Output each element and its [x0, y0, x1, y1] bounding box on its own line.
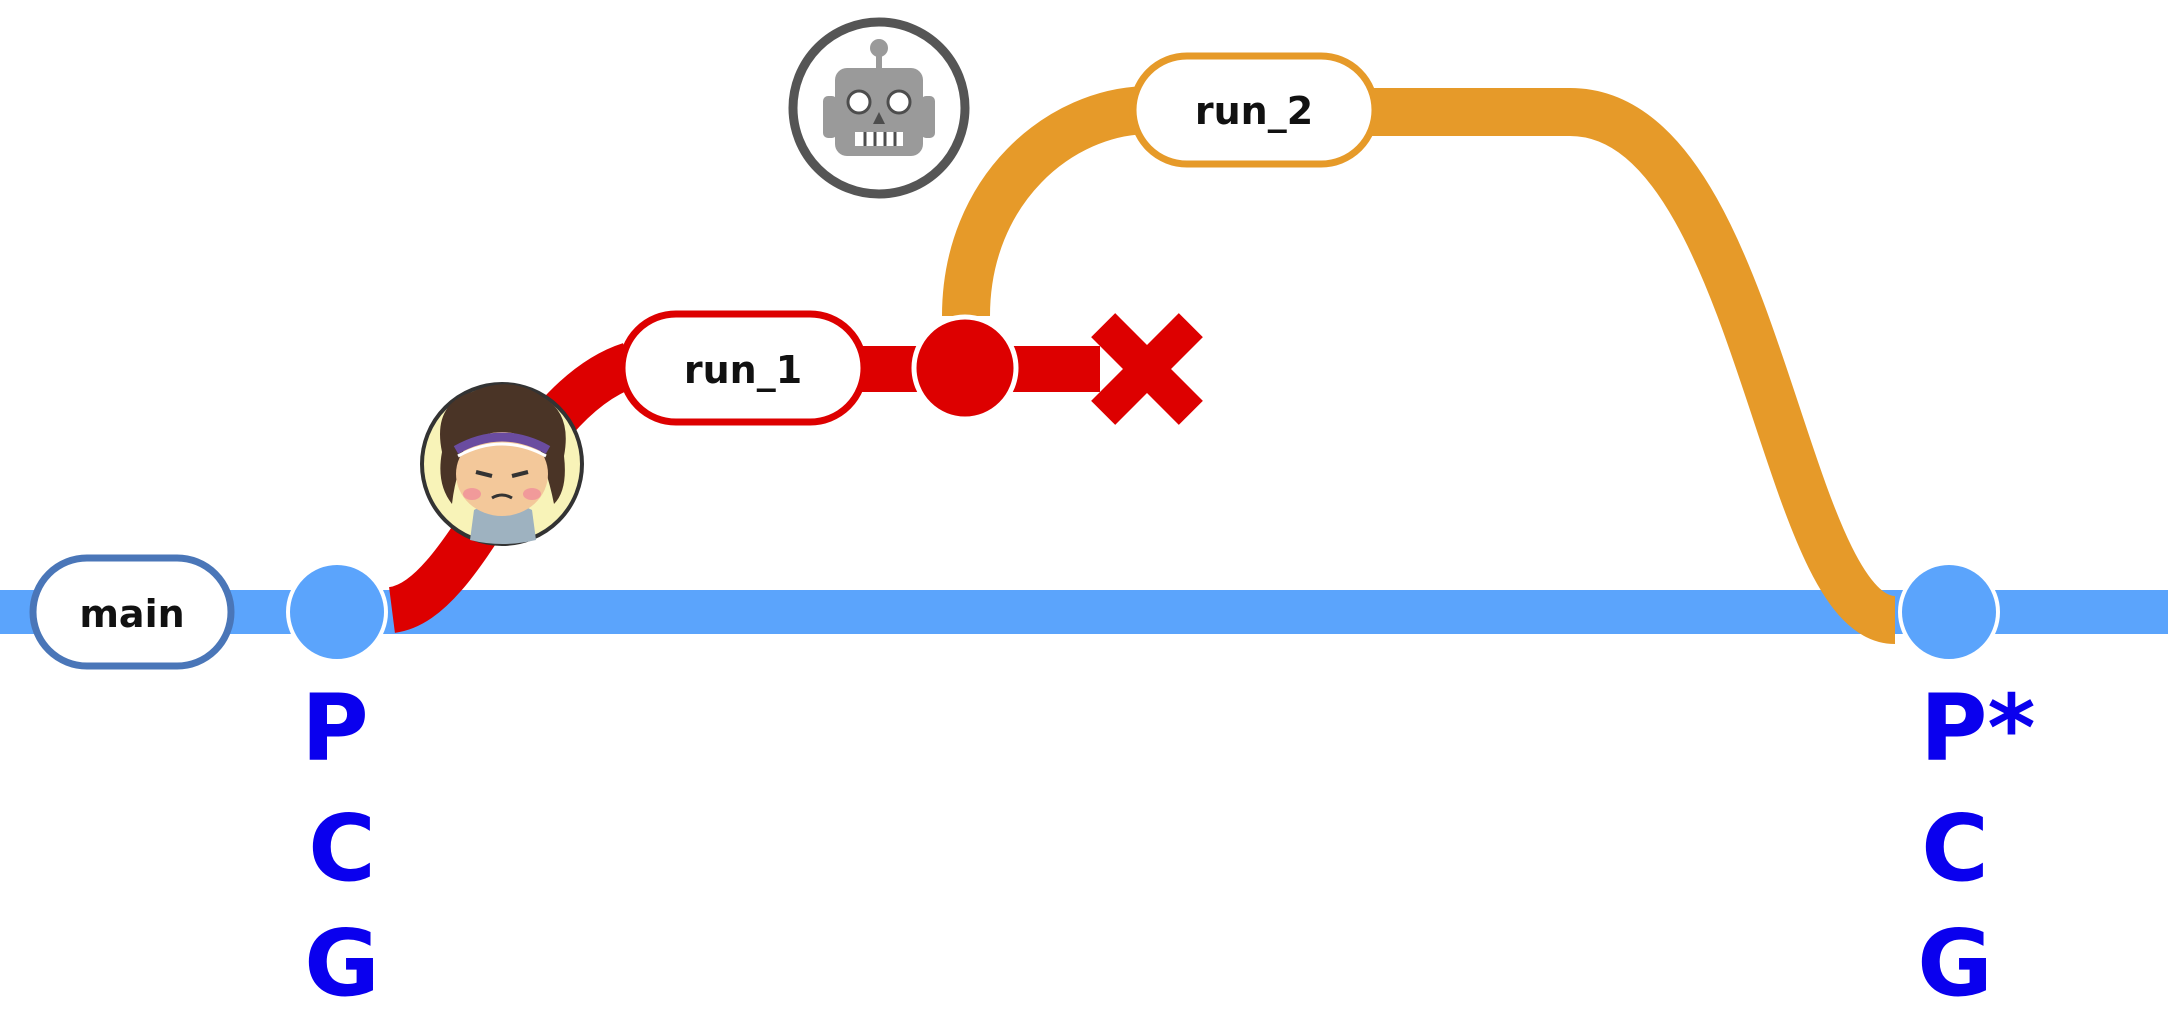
- main-branch-label: main: [29, 554, 235, 670]
- run-1-label: run_1: [618, 310, 868, 426]
- commit-1-letter-p: P: [301, 675, 368, 782]
- cross-icon: [1091, 313, 1203, 425]
- commit-2-letter-g: G: [1917, 910, 1993, 1017]
- main-commit-2: [1898, 561, 2000, 663]
- commit-2-letter-c: C: [1921, 795, 1989, 902]
- user-avatar-icon: [420, 382, 584, 546]
- robot-icon: [788, 17, 970, 199]
- run-1-commit: [911, 314, 1019, 422]
- commit-2-letter-p-star: P*: [1920, 675, 2036, 782]
- run-2-branch: [942, 86, 1899, 644]
- commit-1-letter-g: G: [304, 910, 380, 1017]
- main-branch-label-text: main: [79, 592, 184, 636]
- main-commit-1: [286, 561, 388, 663]
- run-2-label: run_2: [1129, 52, 1379, 168]
- run-2-label-text: run_2: [1195, 89, 1313, 133]
- commit-1-letter-c: C: [308, 795, 376, 902]
- run-1-label-text: run_1: [684, 348, 802, 392]
